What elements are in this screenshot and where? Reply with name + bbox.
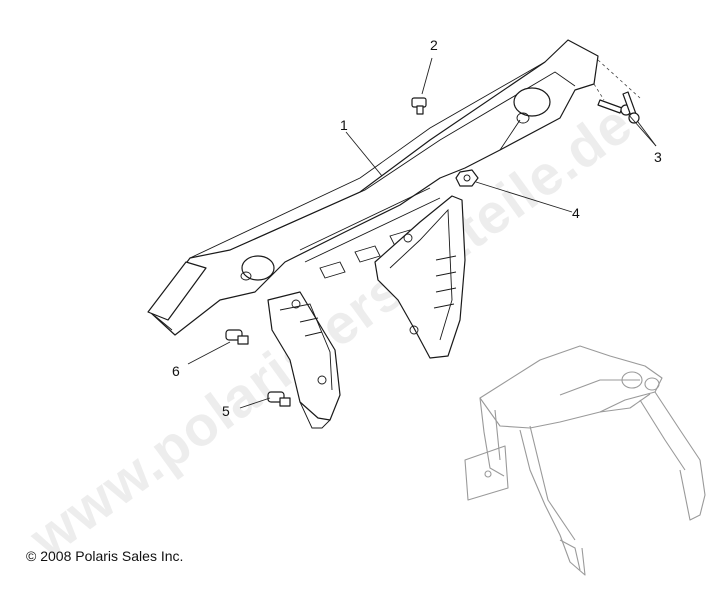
leader-line-1 <box>345 131 383 177</box>
watermark-text: www.polaris-ersatzteile.de <box>17 91 643 570</box>
copyright-text: © 2008 Polaris Sales Inc. <box>26 548 184 564</box>
leader-line-6 <box>187 341 231 365</box>
callout-2: 2 <box>430 37 438 53</box>
callout-1: 1 <box>340 117 348 133</box>
rivet-part-5 <box>267 391 291 407</box>
screw-part-3 <box>597 91 640 124</box>
leader-line-2 <box>421 57 433 95</box>
rack-bracket-part-1 <box>147 39 599 429</box>
nut-part-4 <box>455 169 479 187</box>
callout-6: 6 <box>172 363 180 379</box>
rivet-part-6 <box>225 329 249 345</box>
callout-3: 3 <box>654 149 662 165</box>
callout-4: 4 <box>572 205 580 221</box>
leader-line-5 <box>239 397 271 409</box>
bolt-part-2 <box>411 97 427 115</box>
leader-line-3a <box>627 113 657 147</box>
leader-line-3b <box>637 121 657 147</box>
leader-line-4 <box>475 181 573 213</box>
callout-5: 5 <box>222 403 230 419</box>
reference-rack-outline <box>464 345 706 576</box>
